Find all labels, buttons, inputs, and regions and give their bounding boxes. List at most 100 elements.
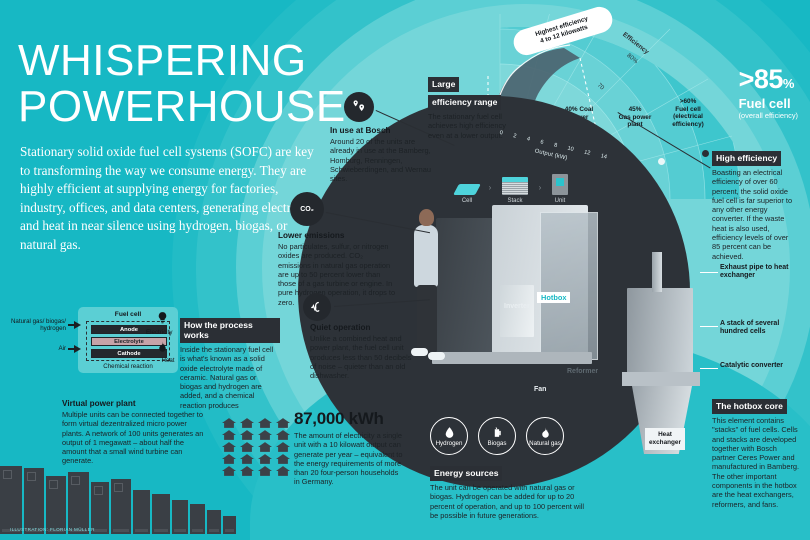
person-shoe-right (428, 352, 445, 360)
arrow-head-fuel-in (74, 321, 81, 329)
exhaust-pipe (652, 252, 662, 292)
lightbulb-glyph (158, 312, 167, 324)
right-label-stack: A stack of several hundred cells (720, 320, 780, 336)
households-icon-grid (222, 418, 292, 476)
building (0, 466, 22, 534)
callout-in-use-at-bosch: In use at Bosch Around 20 of the units a… (330, 126, 440, 183)
machine-label-inverter: Inverter (504, 303, 530, 310)
kwh-stat-value: 87,000 kWh (294, 409, 384, 428)
bm0-pct: 40% (564, 106, 578, 113)
headline-stat: >85% Fuel cell (overall efficiency) (738, 64, 798, 121)
co2-cloud-icon: CO₂ (290, 192, 324, 226)
machine-base-plinth (432, 352, 592, 364)
house-icon (240, 418, 254, 428)
person-torso (414, 225, 438, 287)
machine-cabinet-left (436, 218, 494, 358)
house-icon (276, 418, 290, 428)
callout-quiet-body: Unlike a combined heat and power plant, … (310, 334, 412, 381)
callout-large-range-heading-2: efficiency range (428, 95, 502, 110)
arrow-line-fuel-in (68, 324, 74, 327)
scale-chain-item-unit: Unit (551, 174, 568, 204)
bm2-l3: efficiency) (672, 120, 704, 128)
building (133, 490, 150, 534)
machine-label-heat-exchanger: Heat exchanger (649, 430, 681, 446)
hotbox-stack-base (622, 372, 700, 386)
house-icon (276, 466, 290, 476)
callout-hotbox-core-body: This element contains "stacks" of fuel c… (712, 416, 800, 509)
natural-gas-flame-icon: Natural gas (526, 417, 564, 455)
xtick-2: 4 (526, 136, 531, 143)
scale-chain-label-stack: Stack (507, 198, 523, 204)
unit-cabinet-icon (551, 174, 568, 195)
building (24, 468, 44, 534)
bm2-pct: >60% (679, 98, 697, 105)
leader-catalytic (700, 368, 718, 369)
house-icon (222, 466, 236, 476)
energy-source-label-biogas: Biogas (487, 439, 507, 447)
ear-sound-icon (303, 293, 331, 321)
xtick-5: 10 (566, 145, 575, 153)
house-icon (240, 430, 254, 440)
building (223, 516, 236, 534)
map-pins-icon (344, 92, 374, 122)
callout-energy-sources-body: The unit can be operated with natural ga… (430, 483, 585, 520)
machine-label-reformer: Reformer (567, 368, 599, 375)
biogas-canister-icon: Biogas (478, 417, 516, 455)
intro-paragraph: Stationary solid oxide fuel cell systems… (20, 144, 315, 252)
leader-stack (700, 326, 718, 327)
fuel-cell-caption: Chemical reaction (103, 363, 153, 370)
scale-chain-label-cell: Cell (461, 198, 473, 204)
hydrogen-drop-icon: Hydrogen (430, 417, 468, 455)
house-icon (276, 430, 290, 440)
machine-label-heat-exchanger-chip: Heat exchanger (645, 428, 685, 450)
arrow-head-air-in (74, 345, 81, 353)
fuel-cell-layer-cathode: Cathode (91, 349, 167, 358)
callout-high-efficiency: High efficiency Boasting an electrical e… (712, 148, 798, 261)
flame-icon (156, 339, 169, 359)
house-icon (240, 454, 254, 464)
callout-process-heading: How the process works (180, 318, 280, 343)
fuel-cell-layer-electrolyte: Electrolyte (91, 337, 167, 346)
chart-benchmark-dot-3 (702, 150, 709, 157)
illustration-credit: ILLUSTRATION: FLORIAN MÜLLER (10, 527, 95, 532)
house-icon (258, 442, 272, 452)
headline-stat-number: >85 (738, 64, 784, 94)
callout-in-use-heading: In use at Bosch (330, 126, 391, 135)
callout-lower-emissions: Lower emissions No particulates, sulfur,… (278, 231, 396, 307)
house-icon (276, 454, 290, 464)
bm1-l2: plant (627, 121, 643, 129)
house-icon (222, 454, 236, 464)
house-icon (258, 466, 272, 476)
house-icon (222, 442, 236, 452)
xtick-4: 8 (553, 142, 558, 150)
callout-hotbox-core: The hotbox core This element contains "s… (712, 396, 800, 509)
building (68, 472, 89, 534)
leader-exhaust (700, 272, 718, 273)
scale-chain-item-stack: Stack (501, 177, 528, 204)
callout-lower-emissions-heading: Lower emissions (278, 231, 345, 240)
building (46, 476, 66, 534)
building (190, 504, 205, 534)
callout-quiet-operation: Quiet operation Unlike a combined heat a… (310, 323, 416, 380)
house-icon (240, 466, 254, 476)
flame-glyph (159, 341, 166, 352)
energy-source-label-hydrogen: Hydrogen (435, 439, 463, 447)
callout-virtual-plant-body: Multiple units can be connected together… (62, 410, 204, 466)
building (172, 500, 188, 534)
co2-cloud-glyph: CO₂ (300, 205, 314, 213)
page-title: WHISPERING POWERHOUSE (18, 38, 346, 130)
callout-high-efficiency-body: Boasting an electrical efficiency of ove… (712, 168, 793, 261)
right-label-catalytic-converter: Catalytic converter (720, 362, 784, 369)
arrow-line-air-in (68, 348, 74, 351)
callout-virtual-plant-heading: Virtual power plant (62, 399, 136, 408)
house-icon (222, 418, 236, 428)
callout-energy-sources: Energy sources The unit can be operated … (430, 463, 590, 520)
machine-label-hotbox: Hotbox (537, 292, 571, 303)
fuel-cell-input-bottom-label: Air (58, 345, 66, 352)
callout-quiet-heading: Quiet operation (310, 323, 371, 332)
callout-lower-emissions-body: No particulates, sulfur, or nitrogen oxi… (278, 242, 396, 307)
stack-icon (501, 177, 528, 195)
building (207, 510, 221, 534)
headline-stat-unit: % (782, 76, 795, 91)
